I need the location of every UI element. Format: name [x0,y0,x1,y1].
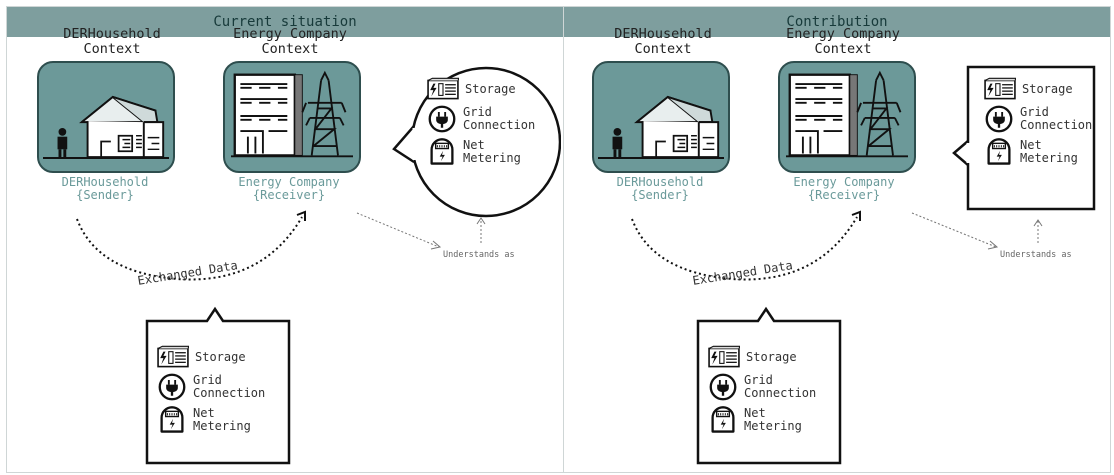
household-context-box [37,61,175,173]
panel-header: Contribution [564,7,1110,37]
company-context-title: Energy Company Context [786,26,900,57]
storage-icon [708,345,740,369]
connector-layer [76,210,486,281]
storage-icon [157,345,189,369]
household-context-title: DERHousehold Context [63,26,161,57]
company-context-box [223,61,361,173]
household-context-box [592,61,730,173]
understands-as-label: Understands as [1000,250,1072,260]
meter-icon [708,405,738,435]
household-sender-label: DERHousehold {Sender} [616,175,704,202]
meter-icon [157,405,187,435]
panel-current-situation: Current situation DERHousehold Context E… [6,6,564,473]
legend-item-storage: Storage [427,77,535,101]
company-receiver-label: Energy Company {Receiver} [793,175,895,202]
company-context-box [778,61,916,173]
plug-icon [708,373,738,401]
household-context-title: DERHousehold Context [614,26,712,57]
plug-icon [157,373,187,401]
panel-contribution: Contribution DERHousehold Context Energy… [563,6,1111,473]
legend-item-storage: Storage [157,345,265,369]
understood-bubble [392,66,561,218]
company-context-title: Energy Company Context [233,26,347,57]
panel-header: Current situation [7,7,563,37]
legend-item-storage: Storage [708,345,816,369]
understands-as-label: Understands as [443,250,515,260]
company-receiver-label: Energy Company {Receiver} [238,175,340,202]
household-sender-label: DERHousehold {Sender} [61,175,149,202]
connector-layer [631,210,1043,281]
legend-item-storage: Storage [984,77,1092,101]
